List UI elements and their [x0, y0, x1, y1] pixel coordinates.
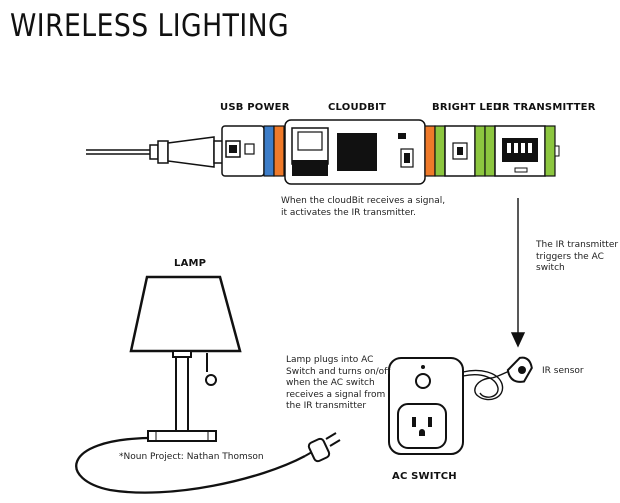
lamp-plug-icon: [304, 432, 341, 463]
power-bit-connector: [273, 125, 285, 177]
usb-power-module: [221, 125, 285, 177]
lamp-icon: [129, 275, 242, 442]
lamp-plugs-note: Lamp plugs into AC Switch and turns on/o…: [286, 355, 391, 411]
power-switch-icon: [244, 143, 255, 155]
usb-cable: [86, 149, 150, 155]
usb-power-label: USB POWER: [220, 102, 290, 113]
power-bit-magnet: [263, 125, 275, 177]
usb-plug-icon: [149, 136, 225, 168]
ac-switch-icon: [388, 357, 464, 455]
cloudbit-label: CLOUDBIT: [328, 102, 387, 113]
ir-triggers-note: The IR transmitter triggers the AC switc…: [536, 240, 619, 273]
ir-sensor-label: IR sensor: [542, 366, 584, 376]
ir-signal-arrow: [510, 198, 526, 348]
bright-led-module: [444, 125, 496, 177]
chip-icon: [337, 133, 377, 171]
ir-transmitter-label: IR TRANSMITTER: [498, 102, 596, 113]
ac-switch-label: AC SWITCH: [392, 471, 457, 482]
lamp-cord: [75, 436, 306, 494]
cloudbit-module: [284, 119, 446, 185]
ir-transmitter-module: [494, 125, 560, 177]
credit-note: *Noun Project: Nathan Thomson: [119, 452, 264, 462]
ir-sensor-icon: [506, 356, 533, 383]
cloudbit-signal-note: When the cloudBit receives a signal, it …: [281, 196, 446, 218]
lamp-label: LAMP: [174, 258, 207, 269]
ir-sensor-cable: [462, 369, 513, 401]
bright-led-label: BRIGHT LED: [432, 102, 502, 113]
page-title: WIRELESS LIGHTING: [10, 8, 290, 44]
